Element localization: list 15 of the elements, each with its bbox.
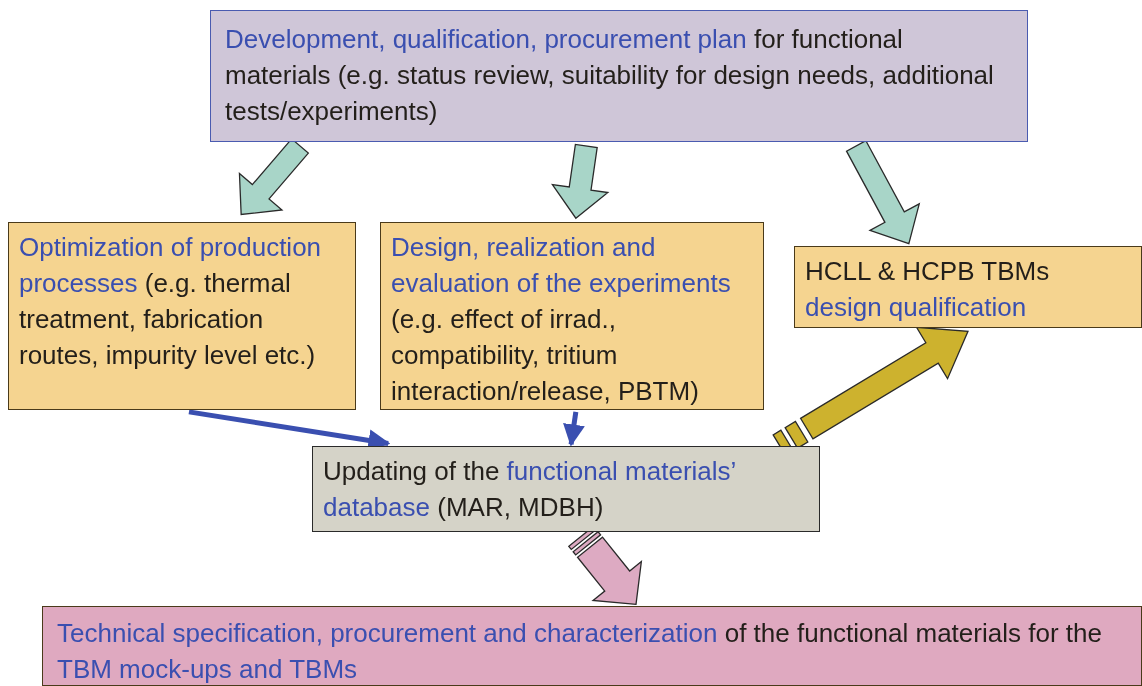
box-text: Updating of the functional materials’ database (MAR, MDBH) — [323, 455, 737, 524]
box-text: Design, realization and evaluation of the experiments (e.g. effect of irrad., compatibility, tritium interaction/release, PBTM) — [391, 231, 732, 408]
text-box — [210, 10, 1028, 142]
block-arrow — [551, 143, 610, 220]
text-box — [380, 222, 764, 410]
box-text: HCLL & HCPB TBMs design qualification — [805, 255, 1051, 324]
box-text: Development, qualification, procurement plan for functional materials (e.g. status review, suitability for design needs, additional tests/experiments) — [225, 23, 995, 128]
text-box — [8, 222, 356, 410]
text-box — [794, 246, 1142, 328]
text-box — [312, 446, 820, 532]
arrow — [563, 411, 585, 447]
box-text: Optimization of production processes (e.g. thermal treatment, fabrication routes, impurity level etc.) — [19, 231, 323, 372]
box-text: Technical specification, procurement and characterization of the functional materials for the TBM mock-ups and TBMs — [57, 617, 1103, 686]
block-arrow — [845, 139, 921, 245]
text-box — [42, 606, 1142, 686]
